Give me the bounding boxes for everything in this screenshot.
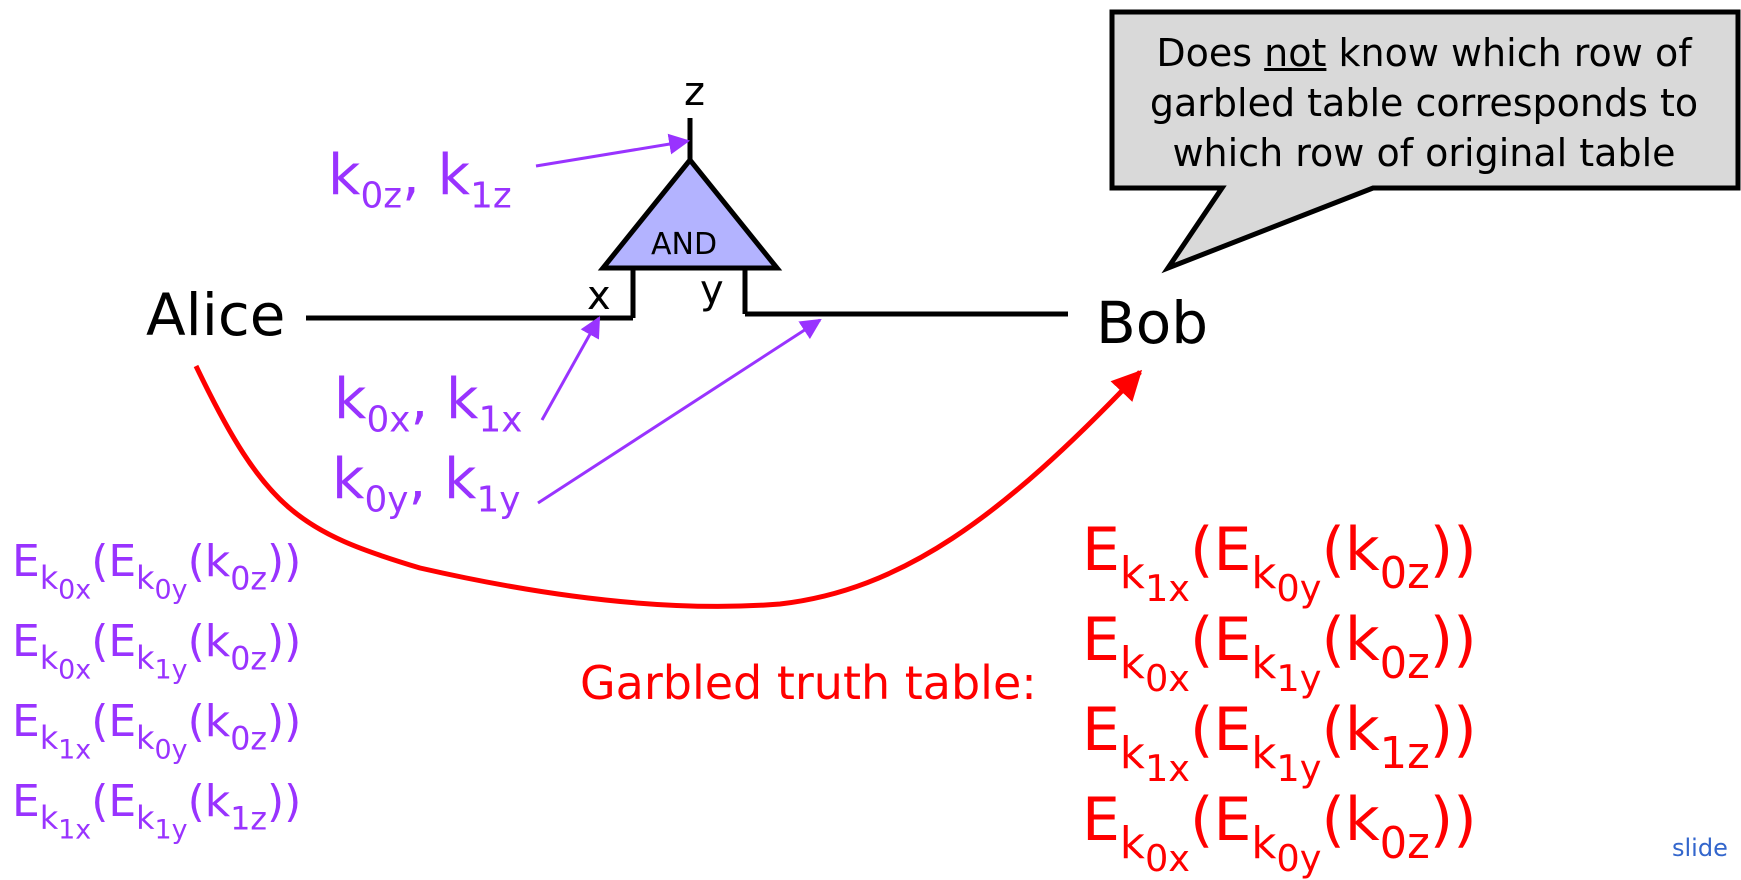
keys-x: k0x, k1x <box>334 367 523 441</box>
original-table-row: Ek0x(Ek1y(k0z)) <box>12 616 302 686</box>
garbled-table-row: Ek1x(Ek0y(k0z)) <box>1082 515 1477 610</box>
wire-label-z: z <box>684 69 705 115</box>
keys-z: k0z, k1z <box>328 143 512 217</box>
and-gate <box>597 156 783 271</box>
original-table-row: Ek0x(Ek0y(k0z)) <box>12 536 302 606</box>
arrow-keys-y <box>537 318 822 505</box>
wire-label-y: y <box>700 267 724 313</box>
gate-label: AND <box>651 227 718 262</box>
callout-text: Does not know which row of garbled table… <box>1149 31 1699 175</box>
wire-label-x: x <box>587 273 611 319</box>
slide-footer: slide <box>1672 834 1728 862</box>
party-alice: Alice <box>146 281 286 349</box>
original-table-row: Ek1x(Ek1y(k1z)) <box>12 776 302 846</box>
arrow-keys-x <box>540 316 601 421</box>
party-bob: Bob <box>1096 289 1209 357</box>
garbled-table-row: Ek1x(Ek1y(k1z)) <box>1082 695 1477 790</box>
original-table-row: Ek1x(Ek0y(k0z)) <box>12 696 302 766</box>
callout-bubble <box>1109 9 1741 274</box>
keys-y: k0y, k1y <box>332 447 521 521</box>
garbled-table-row: Ek0x(Ek1y(k0z)) <box>1082 605 1477 700</box>
garbled-table-caption: Garbled truth table: <box>580 656 1037 710</box>
arrow-alice-to-bob <box>193 364 1143 609</box>
arrow-keys-z <box>535 133 691 168</box>
garbled-table-row: Ek0x(Ek0y(k0z)) <box>1082 785 1477 880</box>
